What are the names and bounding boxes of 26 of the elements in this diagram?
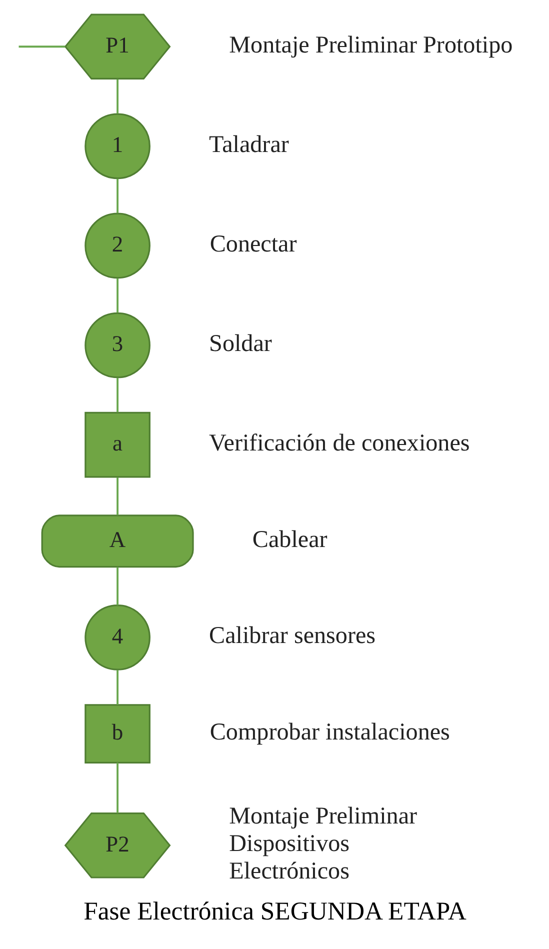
connector [116, 278, 118, 313]
connector [116, 378, 118, 412]
node-circle: 1 [84, 113, 150, 180]
node-label: Conectar [209, 231, 296, 258]
node-circle: 3 [84, 312, 150, 378]
node-label: Montaje Preliminar Dispositivos Electrónicos [228, 804, 417, 884]
node-box: A [40, 514, 194, 568]
connector [116, 79, 118, 114]
connector [116, 670, 118, 705]
node-box: a [84, 412, 150, 478]
connector [116, 567, 118, 606]
node-circle: 2 [84, 212, 150, 279]
node-label: Montaje Preliminar Prototipo [228, 32, 512, 58]
node-label: Soldar [208, 330, 272, 357]
node-label: Comprobar instalaciones [209, 719, 450, 746]
connector [116, 762, 118, 813]
connector [18, 46, 65, 48]
node-label: Verificación de conexiones [208, 430, 470, 456]
node-circle: 4 [84, 604, 150, 670]
node-label: Cablear [252, 526, 327, 553]
connector [116, 477, 118, 516]
node-box: b [84, 704, 150, 764]
caption: Fase Electrónica SEGUNDA ETAPA [83, 896, 466, 926]
connector [116, 178, 118, 214]
node-label: Calibrar sensores [208, 623, 376, 650]
node-label: Taladrar [208, 132, 288, 158]
